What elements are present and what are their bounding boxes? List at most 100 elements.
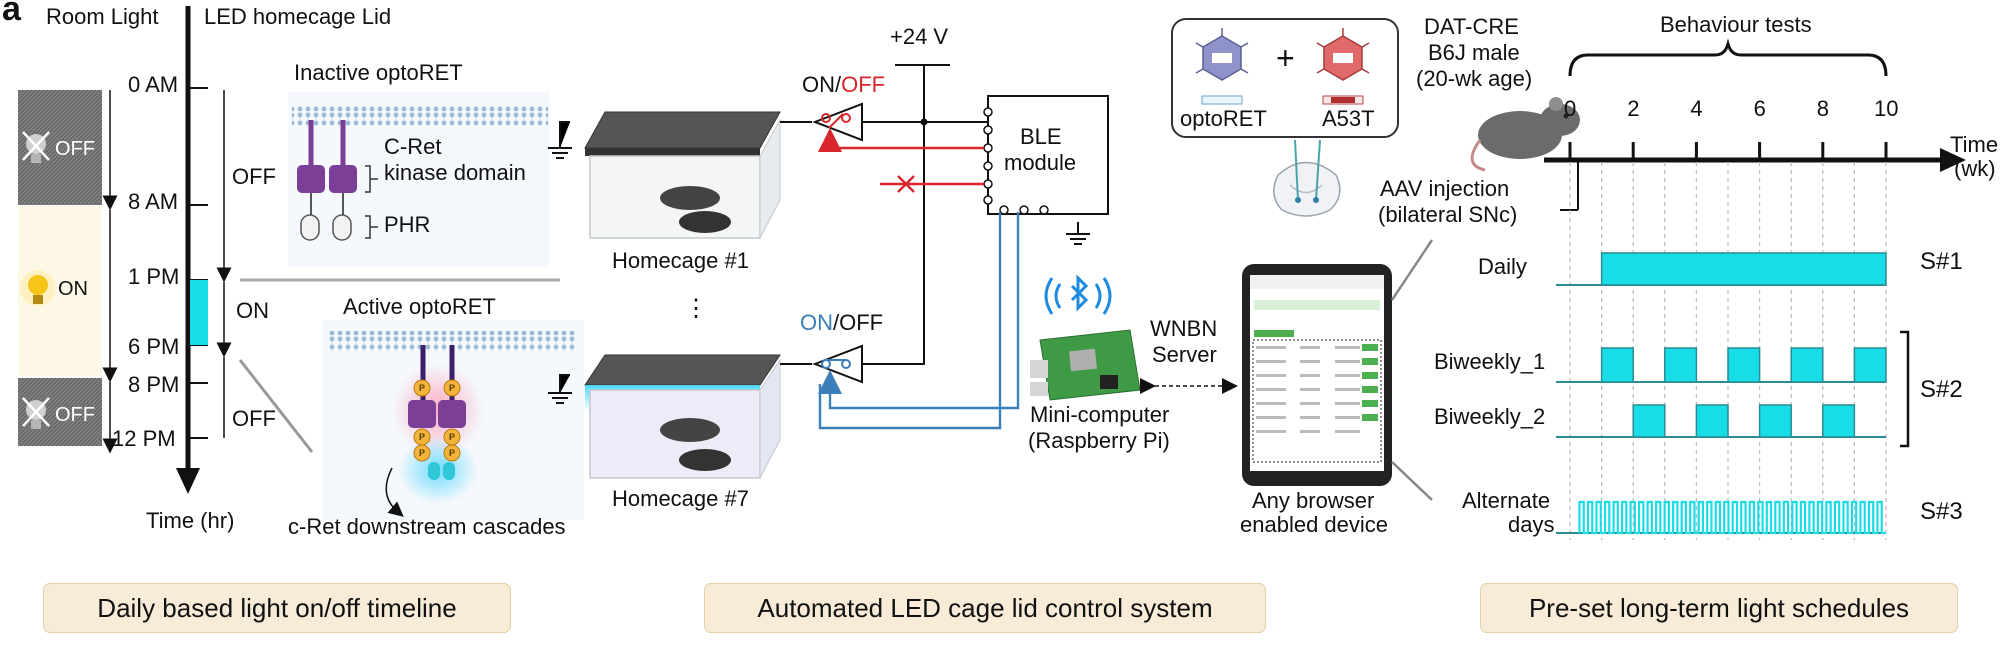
daily-on-block xyxy=(1600,252,1887,286)
schedule-panel xyxy=(1544,38,1966,540)
homecage-1-graphic xyxy=(584,111,781,239)
voltage-label: +24 V xyxy=(890,24,949,49)
phospho-label-5: P xyxy=(419,448,425,458)
phospho-2 xyxy=(443,379,461,397)
homecage-7-graphic xyxy=(584,354,781,479)
s2-bracket xyxy=(1900,330,1910,448)
phospho-label-6: P xyxy=(449,448,455,458)
schedule-axis-arrowhead xyxy=(1940,148,1966,172)
virus-2-icon xyxy=(1316,28,1370,105)
homecage-7-label: Homecage #7 xyxy=(612,486,749,511)
phospho-label-2: P xyxy=(449,383,455,393)
blue-signal-2 xyxy=(818,212,1002,430)
switch2-off: OFF xyxy=(839,310,884,335)
room-light-label: Room Light xyxy=(46,4,159,29)
virus-panel xyxy=(1171,18,1580,217)
lid-label: LED homecage Lid xyxy=(204,4,392,29)
tablet-device xyxy=(1242,264,1392,486)
switch1-slash: / xyxy=(835,72,842,97)
bulb-on-icon xyxy=(20,270,56,306)
brain-section-icon xyxy=(1273,139,1341,217)
injection-line-2: (bilateral SNc) xyxy=(1378,202,1518,227)
biweekly2-block-4 xyxy=(1822,404,1856,438)
schedule-axis-label-1: Time xyxy=(1950,132,1999,157)
phospho-label-4: P xyxy=(449,432,455,442)
virus-1-label: optoRET xyxy=(1180,106,1267,131)
switch-1-graphic xyxy=(812,102,863,142)
lid-on-block xyxy=(190,280,208,345)
time-1pm: 1 PM xyxy=(128,264,180,289)
tick-label-0: 0 xyxy=(1564,96,1577,121)
biweekly1-block-4 xyxy=(1790,347,1824,383)
behaviour-bracket xyxy=(1568,38,1888,77)
time-axis-label: Time (hr) xyxy=(146,508,235,533)
biweekly2-block-1 xyxy=(1632,404,1666,438)
biweekly1-block-2 xyxy=(1664,347,1698,383)
ground-symbols xyxy=(548,121,1090,404)
caption-timeline: Daily based light on/off timeline xyxy=(43,583,511,633)
wire-bus-2 xyxy=(862,122,925,365)
ble-line-1: BLE xyxy=(1020,124,1062,149)
lid-state-on: ON xyxy=(236,298,269,323)
row-label-biweekly-2: Biweekly_2 xyxy=(1434,404,1546,429)
time-axis-ticks xyxy=(188,87,208,439)
row-label-biweekly-1: Biweekly_1 xyxy=(1434,349,1546,374)
alternate-waveform xyxy=(1578,500,1886,535)
row-label-daily: Daily xyxy=(1478,254,1527,279)
schedule-ticks xyxy=(1568,142,1888,160)
control-system-graphic xyxy=(548,64,1434,501)
switch2-on: ON xyxy=(800,310,833,335)
homecage-1-label: Homecage #1 xyxy=(612,248,749,273)
ble-line-2: module xyxy=(1004,150,1077,175)
ble-pins xyxy=(983,107,1049,215)
switch1-off: OFF xyxy=(841,72,886,97)
group-s2: S#2 xyxy=(1920,376,1963,403)
bulb-off-icon xyxy=(22,131,50,163)
time-axis-arrowhead xyxy=(176,468,200,494)
time-6pm: 6 PM xyxy=(128,334,180,359)
device-line-1: Any browser xyxy=(1252,488,1375,513)
switch1-on: ON xyxy=(802,72,835,97)
mouse-line-3: (20-wk age) xyxy=(1416,66,1533,91)
wnbn-line-1: WNBN xyxy=(1150,316,1218,341)
caption-schedules: Pre-set long-term light schedules xyxy=(1480,583,1958,633)
mini-line-1: Mini-computer xyxy=(1030,402,1170,427)
kinase-label-2: kinase domain xyxy=(384,160,526,185)
phospho-1 xyxy=(413,379,431,397)
injection-line-1: AAV injection xyxy=(1380,176,1510,201)
active-optoret-graphic: P P P P P P xyxy=(322,320,584,520)
virus-plus: + xyxy=(1276,40,1295,76)
timeline-panel xyxy=(18,6,560,494)
biweekly1-block-5 xyxy=(1853,347,1887,383)
schedule-waveforms xyxy=(1556,252,1887,535)
caption-control: Automated LED cage lid control system xyxy=(704,583,1266,633)
virus-1-icon xyxy=(1195,28,1249,105)
bulb-off-icon-2 xyxy=(22,397,50,429)
group-s1: S#1 xyxy=(1920,248,1963,275)
active-optoret-title: Active optoRET xyxy=(343,294,496,319)
bluetooth-icon xyxy=(1044,274,1112,315)
red-cross-icon xyxy=(897,175,915,193)
room-state-off-1: OFF xyxy=(55,138,95,160)
phospho-label-3: P xyxy=(419,432,425,442)
red-signal-1 xyxy=(818,128,984,152)
tablet-zoom-line-2 xyxy=(1391,461,1433,501)
room-state-off-2: OFF xyxy=(55,404,95,426)
cascade-label: c-Ret downstream cascades xyxy=(288,514,566,539)
biweekly2-block-3 xyxy=(1758,404,1792,438)
phospho-6 xyxy=(443,444,461,462)
tick-label-2: 2 xyxy=(1627,96,1640,121)
phospho-label-1: P xyxy=(419,383,425,393)
switch-2-graphic xyxy=(812,344,863,384)
tick-label-10: 10 xyxy=(1874,96,1899,121)
row-label-alternate-2: days xyxy=(1508,512,1555,537)
device-line-2: enabled device xyxy=(1240,512,1389,537)
virus-2-label: A53T xyxy=(1322,106,1375,131)
tablet-zoom-line-1 xyxy=(1390,239,1434,301)
blue-signal-1 xyxy=(818,212,1020,410)
switch2-label: ON/OFF xyxy=(800,310,883,336)
time-12pm: 12 PM xyxy=(112,426,176,451)
wnbn-line-2: Server xyxy=(1152,342,1217,367)
biweekly1-block-1 xyxy=(1600,347,1634,383)
wire-power xyxy=(895,64,950,122)
